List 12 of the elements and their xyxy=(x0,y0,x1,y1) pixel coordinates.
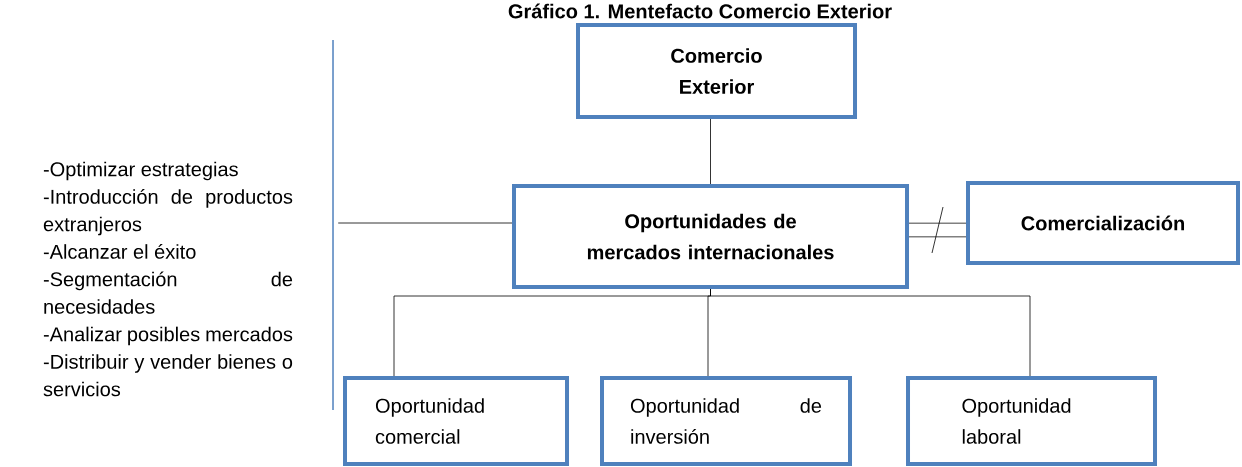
concept-box: Oportunidad comercial xyxy=(343,376,569,466)
connector-line xyxy=(710,288,1031,377)
bullet-list: -Optimizar estrategias -Introducción de productos extranjeros -Alcanzar el éxito -Segmentación de necesidades -Analizar posibles mercados -Distribuir y vender bienes o servicios xyxy=(43,161,293,397)
connector-line xyxy=(710,118,711,185)
concept-box: Oportunidad laboral xyxy=(906,376,1157,466)
connector-line xyxy=(337,222,513,224)
concept-box: Comercio Exterior xyxy=(576,23,857,119)
concept-box: Oportunidad de inversión xyxy=(600,376,852,466)
title: Gráfico 1. Mentefacto Comercio Exterior xyxy=(508,3,892,19)
connector-line xyxy=(909,206,966,254)
concept-box: Comercialización xyxy=(966,181,1240,265)
concept-box: Oportunidades de mercados internacionales xyxy=(512,184,909,289)
